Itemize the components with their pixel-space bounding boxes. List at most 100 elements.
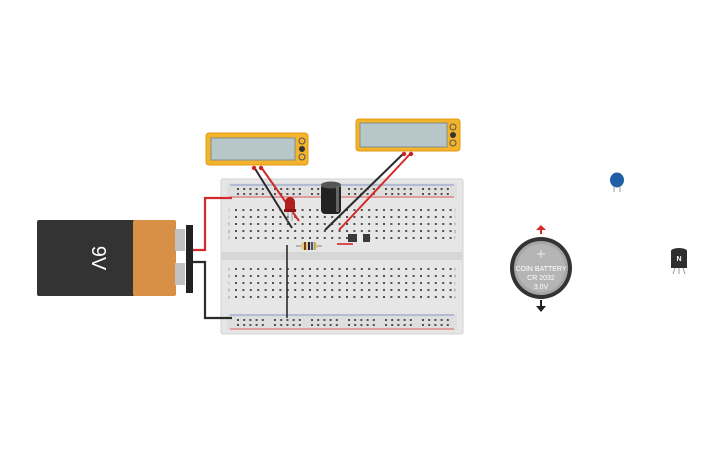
- breadboard-hole[interactable]: [375, 296, 378, 298]
- breadboard-hole[interactable]: [311, 188, 313, 190]
- breadboard-hole[interactable]: [420, 275, 422, 277]
- breadboard-hole[interactable]: [264, 282, 267, 284]
- breadboard-hole[interactable]: [383, 223, 385, 225]
- breadboard-hole[interactable]: [338, 223, 341, 225]
- breadboard-hole[interactable]: [249, 268, 252, 270]
- breadboard-hole[interactable]: [428, 324, 431, 326]
- breadboard-hole[interactable]: [385, 193, 387, 195]
- breadboard-hole[interactable]: [329, 324, 332, 326]
- breadboard-hole[interactable]: [442, 289, 445, 291]
- breadboard-hole[interactable]: [420, 282, 422, 284]
- wire-black-battery[interactable]: [193, 260, 232, 320]
- breadboard-hole[interactable]: [422, 188, 424, 190]
- breadboard-hole[interactable]: [257, 275, 260, 277]
- breadboard-hole[interactable]: [440, 324, 443, 326]
- breadboard-hole[interactable]: [309, 216, 311, 218]
- breadboard-hole[interactable]: [316, 275, 319, 277]
- breadboard-hole[interactable]: [279, 275, 282, 277]
- breadboard-hole[interactable]: [316, 209, 319, 211]
- breadboard-hole[interactable]: [405, 296, 408, 298]
- breadboard-hole[interactable]: [368, 282, 371, 284]
- breadboard-hole[interactable]: [249, 193, 252, 195]
- breadboard-hole[interactable]: [286, 230, 289, 232]
- breadboard-hole[interactable]: [383, 237, 385, 239]
- breadboard-hole[interactable]: [412, 209, 415, 211]
- breadboard-hole[interactable]: [412, 216, 415, 218]
- breadboard-hole[interactable]: [390, 230, 393, 232]
- breadboard-hole[interactable]: [360, 209, 363, 211]
- breadboard-hole[interactable]: [286, 237, 289, 239]
- breadboard-hole[interactable]: [279, 268, 282, 270]
- breadboard-hole[interactable]: [420, 230, 422, 232]
- breadboard-hole[interactable]: [298, 319, 301, 321]
- breadboard-hole[interactable]: [316, 296, 319, 298]
- breadboard-hole[interactable]: [317, 188, 320, 190]
- breadboard-hole[interactable]: [449, 268, 452, 270]
- breadboard-hole[interactable]: [397, 193, 400, 195]
- breadboard-hole[interactable]: [427, 289, 430, 291]
- breadboard-hole[interactable]: [249, 282, 252, 284]
- breadboard-hole[interactable]: [255, 324, 258, 326]
- breadboard-hole[interactable]: [390, 268, 393, 270]
- breadboard-hole[interactable]: [403, 193, 406, 195]
- breadboard-hole[interactable]: [354, 193, 357, 195]
- breadboard-hole[interactable]: [274, 324, 276, 326]
- breadboard-hole[interactable]: [298, 188, 301, 190]
- breadboard-hole[interactable]: [368, 289, 371, 291]
- breadboard-hole[interactable]: [249, 319, 252, 321]
- breadboard-hole[interactable]: [427, 282, 430, 284]
- breadboard-hole[interactable]: [434, 237, 437, 239]
- breadboard-hole[interactable]: [249, 216, 252, 218]
- breadboard-hole[interactable]: [390, 296, 393, 298]
- breadboard-hole[interactable]: [442, 216, 445, 218]
- breadboard-hole[interactable]: [316, 237, 319, 239]
- breadboard-hole[interactable]: [298, 193, 301, 195]
- breadboard-hole[interactable]: [383, 268, 385, 270]
- resistor[interactable]: [296, 242, 322, 250]
- breadboard-hole[interactable]: [360, 223, 363, 225]
- breadboard-hole[interactable]: [449, 282, 452, 284]
- breadboard-hole[interactable]: [242, 289, 245, 291]
- breadboard-hole[interactable]: [412, 296, 415, 298]
- breadboard-hole[interactable]: [294, 289, 297, 291]
- breadboard-hole[interactable]: [237, 319, 239, 321]
- breadboard-hole[interactable]: [397, 230, 400, 232]
- breadboard-hole[interactable]: [353, 209, 356, 211]
- breadboard-hole[interactable]: [446, 324, 449, 326]
- breadboard-hole[interactable]: [338, 275, 341, 277]
- breadboard-hole[interactable]: [335, 319, 338, 321]
- breadboard-hole[interactable]: [301, 268, 304, 270]
- breadboard-hole[interactable]: [301, 296, 304, 298]
- electrolytic-capacitor[interactable]: [321, 181, 341, 215]
- breadboard-hole[interactable]: [375, 209, 378, 211]
- breadboard-hole[interactable]: [427, 237, 430, 239]
- breadboard-hole[interactable]: [348, 324, 350, 326]
- breadboard-hole[interactable]: [237, 188, 239, 190]
- breadboard-hole[interactable]: [280, 319, 283, 321]
- breadboard-hole[interactable]: [434, 223, 437, 225]
- breadboard-hole[interactable]: [390, 216, 393, 218]
- breadboard-hole[interactable]: [242, 230, 245, 232]
- breadboard-hole[interactable]: [346, 282, 348, 284]
- breadboard-hole[interactable]: [316, 230, 319, 232]
- breadboard-hole[interactable]: [235, 275, 237, 277]
- breadboard-hole[interactable]: [311, 193, 313, 195]
- breadboard-hole[interactable]: [360, 188, 363, 190]
- breadboard-hole[interactable]: [409, 319, 412, 321]
- breadboard-hole[interactable]: [420, 268, 422, 270]
- breadboard-hole[interactable]: [286, 193, 289, 195]
- breadboard-hole[interactable]: [412, 268, 415, 270]
- breadboard-hole[interactable]: [372, 324, 375, 326]
- breadboard-hole[interactable]: [434, 216, 437, 218]
- breadboard-hole[interactable]: [397, 282, 400, 284]
- breadboard-hole[interactable]: [412, 282, 415, 284]
- breadboard-hole[interactable]: [272, 223, 274, 225]
- breadboard-hole[interactable]: [309, 209, 311, 211]
- breadboard-hole[interactable]: [279, 282, 282, 284]
- breadboard-hole[interactable]: [427, 216, 430, 218]
- breadboard-hole[interactable]: [235, 230, 237, 232]
- breadboard-hole[interactable]: [360, 216, 363, 218]
- breadboard-hole[interactable]: [323, 324, 326, 326]
- breadboard-hole[interactable]: [272, 289, 274, 291]
- breadboard-hole[interactable]: [375, 216, 378, 218]
